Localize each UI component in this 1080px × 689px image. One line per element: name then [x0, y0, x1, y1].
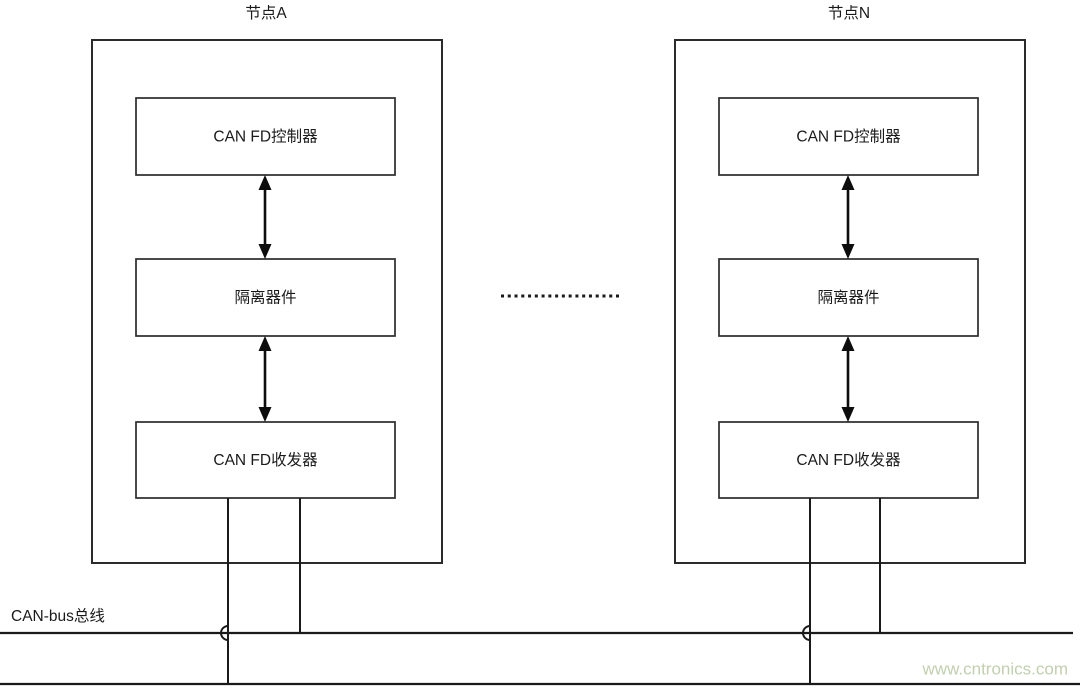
node-n-block-transceiver-label: CAN FD收发器	[796, 451, 901, 469]
ellipsis-dot	[588, 294, 592, 298]
ellipsis-dot	[501, 294, 504, 298]
ellipsis-dot	[514, 294, 518, 298]
ellipsis-dot	[548, 294, 552, 298]
node-a-block-controller[interactable]	[135, 97, 396, 176]
node-n-arrow-controller-isolator-head-up	[841, 175, 855, 190]
node-a-block-transceiver[interactable]	[135, 421, 396, 499]
node-a-block-isolator[interactable]	[135, 258, 396, 337]
node-n-arrow-isolator-transceiver-head-up	[841, 336, 855, 351]
node-n-block-transceiver[interactable]	[718, 421, 979, 499]
ellipsis-dot	[609, 294, 613, 298]
ellipsis-dot	[507, 294, 511, 298]
ellipsis-dot	[521, 294, 525, 298]
node-a-block-controller-label: CAN FD控制器	[213, 128, 318, 146]
watermark: www.cntronics.com	[922, 659, 1068, 678]
ellipsis-dot	[534, 294, 538, 298]
node-n-block-isolator-label: 隔离器件	[817, 289, 879, 307]
node-a-arrow-controller-isolator-head-up	[258, 175, 272, 190]
ellipsis-dot	[561, 294, 565, 298]
node-a-arrow-controller-isolator-head-down	[258, 244, 272, 259]
node-a-arrow-isolator-transceiver-head-up	[258, 336, 272, 351]
ellipsis-dot	[541, 294, 545, 298]
node-a-block-transceiver-label: CAN FD收发器	[213, 451, 318, 469]
watermark-text: www.cntronics.com	[922, 659, 1068, 678]
ellipsis-dot	[602, 294, 606, 298]
node-n-block-controller-label: CAN FD控制器	[796, 128, 901, 146]
ellipsis-dot	[575, 294, 579, 298]
node-n-block-isolator[interactable]	[718, 258, 979, 337]
node-a-title: 节点A	[245, 4, 287, 22]
ellipsis-dot	[582, 294, 586, 298]
node-a-block-isolator-label: 隔离器件	[234, 289, 296, 307]
ellipsis-dot	[555, 294, 559, 298]
node-ellipsis-separator	[501, 294, 619, 298]
node-n-title: 节点N	[828, 4, 870, 22]
ellipsis-dot	[595, 294, 599, 298]
ellipsis-dot	[528, 294, 532, 298]
can-bus-label: CAN-bus总线	[11, 607, 105, 625]
ellipsis-dot	[568, 294, 572, 298]
ellipsis-dot	[616, 294, 619, 298]
node-n-arrow-controller-isolator-head-down	[841, 244, 855, 259]
node-n-arrow-isolator-transceiver-head-down	[841, 407, 855, 422]
node-a-arrow-isolator-transceiver-head-down	[258, 407, 272, 422]
can-bus-layer: CAN-bus总线	[0, 607, 1080, 686]
node-n-block-controller[interactable]	[718, 97, 979, 176]
